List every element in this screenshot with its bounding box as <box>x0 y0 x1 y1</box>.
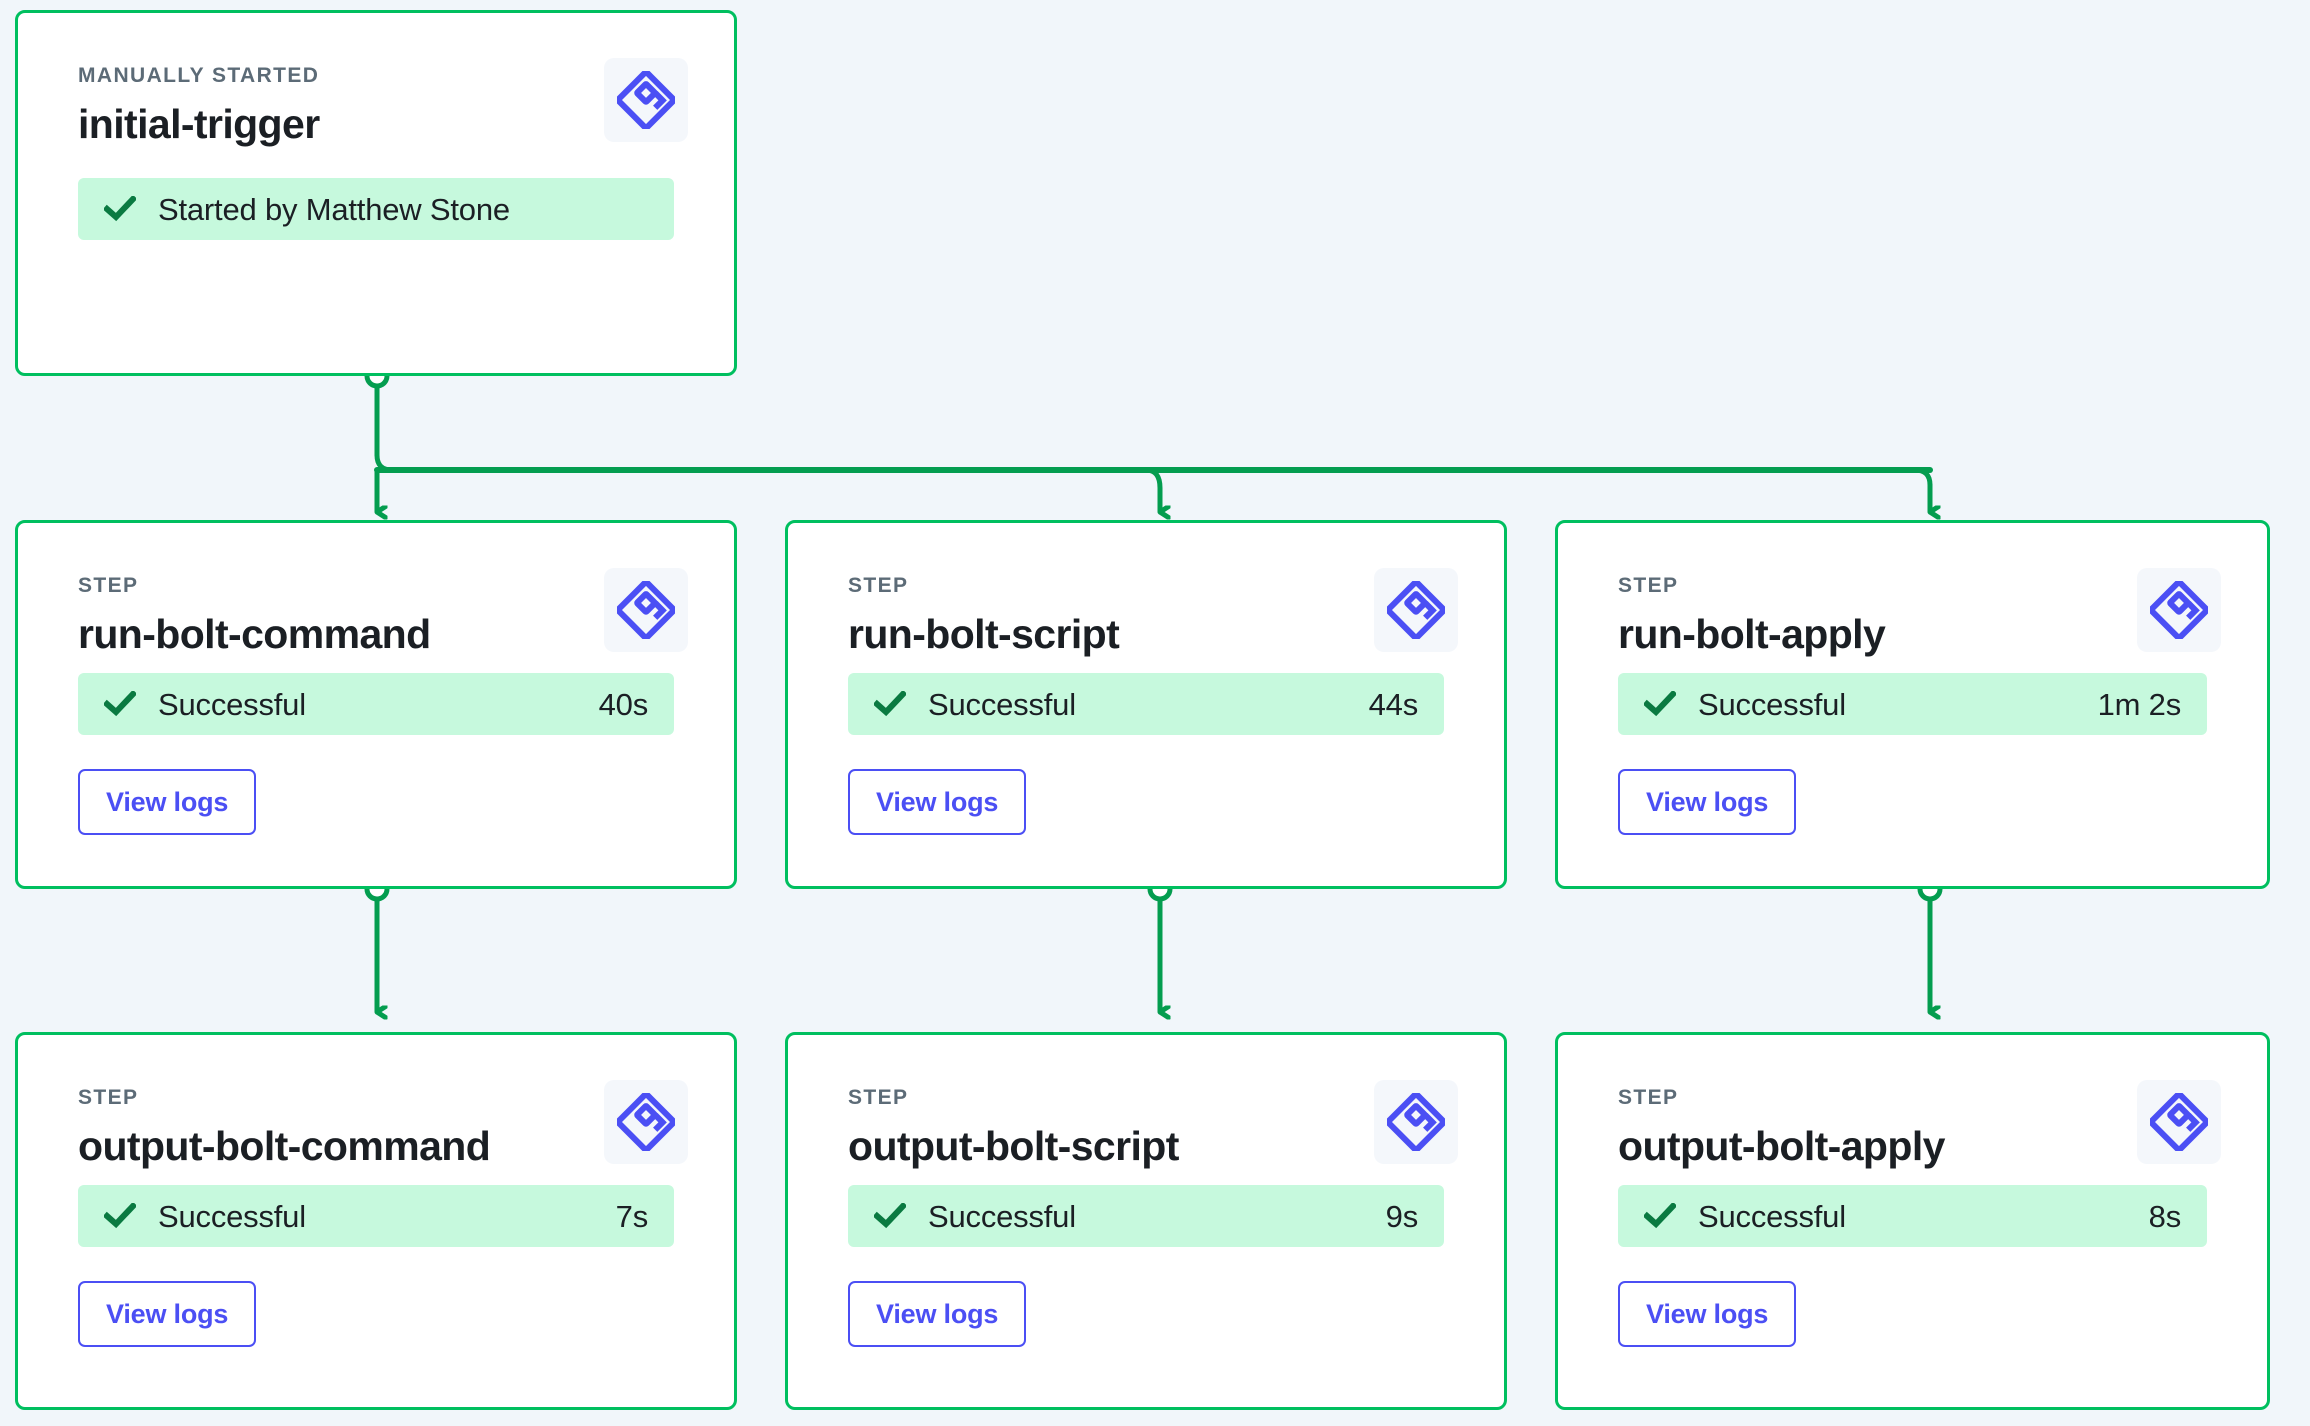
step-status-label: Successful <box>1698 686 1846 722</box>
step-kicker: STEP <box>848 1086 909 1109</box>
step-duration: 9s <box>1385 1198 1419 1234</box>
step-status-label: Successful <box>158 1198 306 1234</box>
step-card-run-bolt-command[interactable]: STEP run-bolt-command Successful <box>15 520 737 889</box>
trigger-card-body: MANUALLY STARTED initial-trigger <box>18 13 734 373</box>
step-title: output-bolt-command <box>78 1123 491 1169</box>
step-status-label: Successful <box>928 1198 1076 1234</box>
step-status-label: Successful <box>1698 1198 1846 1234</box>
trigger-status-badge: Started by Matthew Stone <box>78 178 674 240</box>
trigger-card[interactable]: MANUALLY STARTED initial-trigger <box>15 10 737 376</box>
step-status-label: Successful <box>928 686 1076 722</box>
step-status-badge: Successful 7s <box>78 1185 674 1247</box>
view-logs-button[interactable]: View logs <box>78 769 257 835</box>
step-card-output-bolt-script[interactable]: STEP output-bolt-script Successfu <box>785 1032 1507 1410</box>
bolt-diamond-icon <box>2137 1080 2221 1164</box>
check-icon <box>104 691 136 717</box>
step-status-badge: Successful 44s <box>848 673 1444 735</box>
step-card-body: STEP output-bolt-script Successfu <box>788 1035 1504 1407</box>
step-status-label: Successful <box>158 686 306 722</box>
bolt-diamond-icon <box>2137 568 2221 652</box>
step-card-body: STEP run-bolt-apply Successful <box>1558 523 2267 886</box>
step-duration: 1m 2s <box>2097 686 2182 722</box>
trigger-status-label: Started by Matthew Stone <box>158 191 510 227</box>
bolt-diamond-icon <box>604 568 688 652</box>
step-duration: 44s <box>1368 686 1419 722</box>
step-status-badge: Successful 1m 2s <box>1618 673 2207 735</box>
trigger-title: initial-trigger <box>78 101 320 147</box>
step-kicker: STEP <box>78 1086 139 1109</box>
step-card-body: STEP output-bolt-command Successf <box>18 1035 734 1407</box>
check-icon <box>1644 691 1676 717</box>
view-logs-button[interactable]: View logs <box>848 1281 1027 1347</box>
check-icon <box>874 691 906 717</box>
step-kicker: STEP <box>1618 574 1679 597</box>
step-title: output-bolt-apply <box>1618 1123 1945 1169</box>
step-title: run-bolt-command <box>78 611 431 657</box>
bolt-diamond-icon <box>604 1080 688 1164</box>
step-kicker: STEP <box>848 574 909 597</box>
step-duration: 8s <box>2148 1198 2182 1234</box>
step-title: output-bolt-script <box>848 1123 1179 1169</box>
view-logs-button[interactable]: View logs <box>1618 769 1797 835</box>
check-icon <box>1644 1203 1676 1229</box>
step-card-body: STEP run-bolt-command Successful <box>18 523 734 886</box>
step-card-run-bolt-script[interactable]: STEP run-bolt-script Successful <box>785 520 1507 889</box>
view-logs-button[interactable]: View logs <box>848 769 1027 835</box>
step-card-body: STEP run-bolt-script Successful <box>788 523 1504 886</box>
step-title: run-bolt-script <box>848 611 1120 657</box>
view-logs-button[interactable]: View logs <box>1618 1281 1797 1347</box>
bolt-diamond-icon <box>604 58 688 142</box>
step-card-output-bolt-command[interactable]: STEP output-bolt-command Successf <box>15 1032 737 1410</box>
check-icon <box>104 196 136 222</box>
step-card-run-bolt-apply[interactable]: STEP run-bolt-apply Successful <box>1555 520 2270 889</box>
bolt-diamond-icon <box>1374 1080 1458 1164</box>
step-kicker: STEP <box>1618 1086 1679 1109</box>
step-card-body: STEP output-bolt-apply Successful <box>1558 1035 2267 1407</box>
step-title: run-bolt-apply <box>1618 611 1886 657</box>
step-kicker: STEP <box>78 574 139 597</box>
step-status-badge: Successful 9s <box>848 1185 1444 1247</box>
step-duration: 7s <box>615 1198 649 1234</box>
trigger-kicker: MANUALLY STARTED <box>78 64 320 87</box>
check-icon <box>874 1203 906 1229</box>
view-logs-button[interactable]: View logs <box>78 1281 257 1347</box>
step-status-badge: Successful 40s <box>78 673 674 735</box>
step-card-output-bolt-apply[interactable]: STEP output-bolt-apply Successful <box>1555 1032 2270 1410</box>
step-status-badge: Successful 8s <box>1618 1185 2207 1247</box>
step-duration: 40s <box>598 686 649 722</box>
bolt-diamond-icon <box>1374 568 1458 652</box>
check-icon <box>104 1203 136 1229</box>
